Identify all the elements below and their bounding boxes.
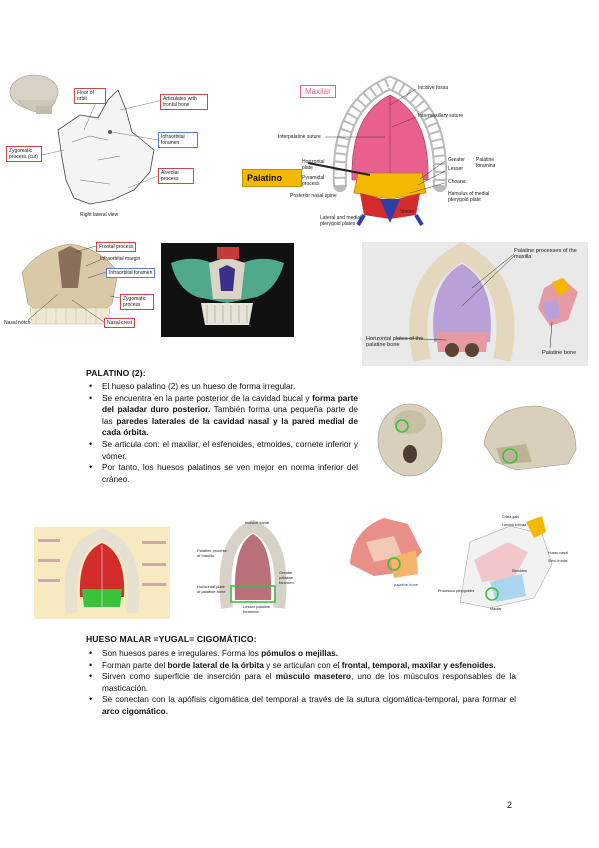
malar-bullet-4: Se conectan con la apófisis cigomática d… <box>86 694 516 717</box>
malar-b4-text: Se conectan con la apófisis cigomática d… <box>102 694 516 705</box>
malar-b2-text-1: Forman parte del <box>102 659 168 670</box>
label-incisive-canal: Incisive canal <box>245 520 270 525</box>
label-palatine-processes-maxilla: Palatine processes of the maxilla <box>514 248 577 260</box>
malar-b4-bold: arco cigomático. <box>102 705 168 716</box>
malar-b1-bold: pómulos o mejillas. <box>261 648 339 658</box>
palatino-bullet-4: Por tanto, los huesos palatinos se ven m… <box>86 462 358 485</box>
label-maxilar-3: Maxilar <box>490 607 502 611</box>
section-title-malar: HUESO MALAR =YUGAL= CIGOMÁTICO: <box>86 634 257 644</box>
label-hueso-nasal: Hueso nasal <box>548 551 568 555</box>
label-greater: Greater <box>448 157 465 163</box>
label-infraorbital-margin: Infraorbital margin <box>100 256 141 262</box>
malar-b3-text-2: , uno de los músculos responsables de la… <box>102 671 516 693</box>
label-articulates-frontal: Articulates with frontal bone <box>160 94 208 110</box>
label-choana: Choana <box>448 179 466 185</box>
label-palatine-bone-2: palatine bone <box>394 582 419 587</box>
palatino-b3-text: Se articula con: el maxilar, el esfenoid… <box>102 438 358 461</box>
figure-3d-skull <box>161 243 294 337</box>
maxilla-front-drawing <box>21 243 121 325</box>
figure-caption-right-lateral: Right lateral view <box>80 212 119 218</box>
malar-b3-text-1: Sirven como superficie de inserción para… <box>102 671 276 682</box>
label-maxilar-title: Maxilar <box>300 85 336 98</box>
label-posterior-nasal-spine: Posterior nasal spine <box>290 193 337 199</box>
malar-b2-text-2: y se articulan con el <box>263 659 342 670</box>
label-palatine-bone: Palatine bone <box>542 350 577 356</box>
label-lesser-palatine-foramina: Lesser palatine foramina <box>243 604 271 614</box>
malar-b1-text: Son huesos pares e irregulares. Forma lo… <box>102 648 262 658</box>
label-nasal-notch: Nasal notch <box>4 320 31 326</box>
section-title-palatino: PALATINO (2): <box>86 368 146 378</box>
figure-palate-photo: Palatine processes of the maxilla Horizo… <box>362 241 588 366</box>
palatino-b4-text: Por tanto, los huesos palatinos se ven m… <box>102 462 358 484</box>
label-processus-pterygoides: Processus pterygoides <box>438 589 475 593</box>
label-lesser: Lesser <box>448 166 464 172</box>
label-seno-frontal: Seno frontal <box>548 559 568 563</box>
palatino-b2-bold-1: forma parte del paladar duro posterior. <box>102 392 358 415</box>
figure-skull-sagittal <box>476 400 582 480</box>
label-intermaxillary-suture: Intermaxillary suture <box>418 113 464 119</box>
malar-b3-bold: músculo masetero <box>275 671 351 682</box>
label-palatino-title: Palatino <box>242 169 302 187</box>
label-infraorbital-foramen: Infraorbital foramen <box>158 132 198 148</box>
palatino-bullet-list: El hueso palatino (2) es un hueso de for… <box>86 381 358 485</box>
label-nasal-crest: Nasal crest <box>104 318 136 328</box>
label-zygomatic-process: Zygomatic process <box>120 294 154 310</box>
label-horizontal-plates-palatine: Horizontal plates of the palatine bone <box>366 336 424 348</box>
palatino-b1-text: El hueso palatino (2) es un hueso de for… <box>102 381 296 391</box>
maxilla-lateral-drawing <box>9 74 164 205</box>
figure-nasal-sagittal: palatine bone <box>344 512 428 592</box>
malar-bullet-2: Forman parte del borde lateral de la órb… <box>86 660 516 672</box>
label-crista-galli: Crista galli <box>502 515 519 519</box>
palatino-bullet-1: El hueso palatino (2) es un hueso de for… <box>86 381 358 393</box>
figure-lateral-nasal-wall: Crista galli Lamina cribosa Hueso nasal … <box>430 512 580 620</box>
skull-3d-drawing <box>171 247 284 325</box>
skull-inferior-drawing <box>377 403 443 477</box>
label-greater-palatine-foramen: Greater palatine foramen <box>279 570 294 585</box>
label-zygomatic-process-cut: Zygomatic process (cut) <box>6 146 42 162</box>
nasal-sagittal-drawing <box>350 518 422 578</box>
figure-palate-outline: Incisive canal Palatine process of maxil… <box>197 519 307 614</box>
malar-bullet-3: Sirven como superficie de inserción para… <box>86 671 516 694</box>
label-infraorbital-foramen-2: Infraorbital foramen <box>106 268 156 278</box>
figure-skull-inferior <box>370 400 450 480</box>
palate-photo-drawing <box>395 241 578 362</box>
label-interpalatine-suture: Interpalatine suture <box>278 134 321 140</box>
label-palatine-process-maxilla: Palatine process of maxilla <box>197 548 227 558</box>
palatino-b2-text-1: Se encuentra en la parte posterior de la… <box>102 392 313 403</box>
label-vomer: Vomer <box>400 209 415 215</box>
skull-sagittal-drawing <box>483 405 577 471</box>
figure-palate-inferior: Maxilar Palatino Interpalatine suture Ho… <box>240 75 570 235</box>
label-pterygoid-plates: Lateral and medial pterygoid plates <box>320 215 362 227</box>
malar-bullet-list: Son huesos pares e irregulares. Forma lo… <box>86 648 516 718</box>
label-incisive-fossa: Incisive fossa <box>418 85 449 91</box>
palatino-b2-text-2: También forma una pequeña parte de las <box>102 404 358 426</box>
label-lamina-cribosa: Lamina cribosa <box>502 523 527 527</box>
malar-b2-bold-2: frontal, temporal, maxilar y esfenoides. <box>341 659 496 670</box>
lateral-nasal-wall-drawing <box>459 516 553 609</box>
label-alveolar-process: Alveolar process <box>158 168 194 184</box>
palatino-b2-bold-2: paredes laterales de la cavidad nasal y … <box>102 415 358 438</box>
colored-palate-2-drawing <box>38 528 166 614</box>
label-floor-of-orbit: Floor of orbit <box>74 88 106 104</box>
figure-maxilla-front: Frontal process Infraorbital margin Infr… <box>0 238 160 338</box>
palate-inferior-drawing <box>307 75 448 227</box>
palate-outline-drawing <box>219 519 287 609</box>
label-pyramidal-process: Pyramidal process <box>302 175 325 187</box>
palatino-bullet-3: Se articula con: el maxilar, el esfenoid… <box>86 439 358 462</box>
malar-b2-bold-1: borde lateral de la órbita <box>167 659 264 670</box>
label-palatine-foramina: Palatine foramina <box>476 157 496 169</box>
page-number: 2 <box>507 800 513 810</box>
figure-maxilla-lateral: Floor of orbit Articulates with frontal … <box>0 70 220 230</box>
figure-colored-palate-2 <box>34 527 170 619</box>
palatino-bullet-2: Se encuentra en la parte posterior de la… <box>86 393 358 439</box>
label-etmoides: Etmoides <box>512 569 527 573</box>
label-hamulus: Hamulus of medial pterygoid plate <box>448 191 490 203</box>
label-horizontal-plate-palatine: Horizontal plate of palatine bone <box>197 584 226 594</box>
label-horizontal-plate: Horizontal plate <box>302 159 325 171</box>
malar-bullet-1: Son huesos pares e irregulares. Forma lo… <box>86 648 516 660</box>
label-frontal-process: Frontal process <box>96 242 137 252</box>
